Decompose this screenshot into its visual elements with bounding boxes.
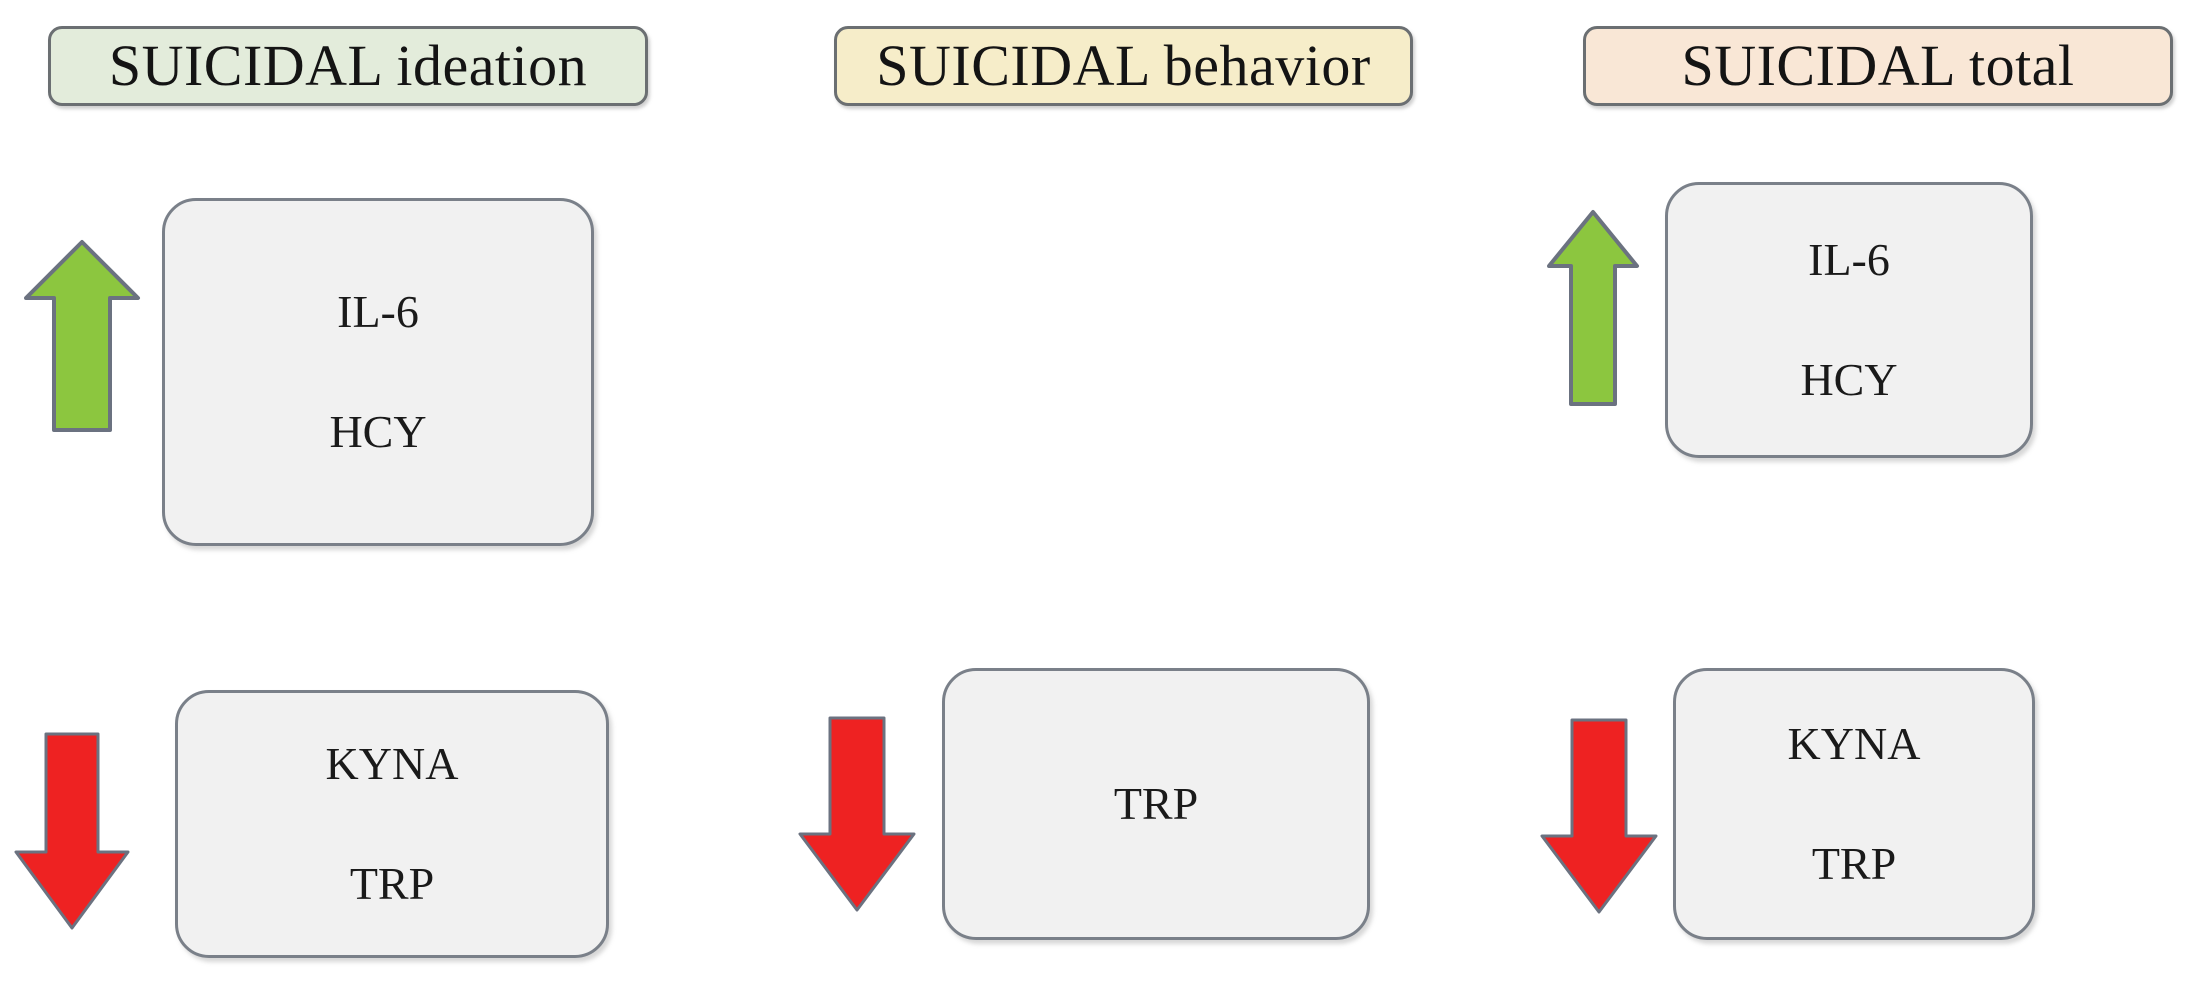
marker-label: KYNA: [1787, 718, 1921, 769]
down-arrow-shape: [1540, 718, 1658, 914]
marker-label: IL-6: [337, 286, 419, 337]
marker-label: HCY: [1800, 354, 1898, 405]
down-arrow-icon: [1538, 716, 1660, 916]
marker-box-total-increased: IL-6 HCY: [1665, 182, 2033, 458]
up-arrow-shape: [1547, 210, 1639, 406]
marker-label: TRP: [1811, 838, 1897, 889]
marker-label: TRP: [1113, 778, 1199, 829]
marker-box-ideation-increased: IL-6 HCY: [162, 198, 594, 546]
header-pill-suicidal-behavior: SUICIDAL behavior: [834, 26, 1413, 106]
up-arrow-icon: [22, 238, 142, 434]
down-arrow-shape: [14, 732, 130, 930]
header-label-suicidal-ideation: SUICIDAL ideation: [108, 33, 588, 98]
marker-box-total-decreased: KYNA TRP: [1673, 668, 2035, 940]
header-label-suicidal-behavior: SUICIDAL behavior: [876, 33, 1371, 98]
marker-label: HCY: [329, 406, 427, 457]
down-arrow-icon: [796, 714, 918, 914]
header-label-suicidal-total: SUICIDAL total: [1681, 33, 2075, 98]
marker-label: KYNA: [325, 738, 459, 789]
down-arrow-icon: [12, 730, 132, 932]
marker-label: TRP: [349, 858, 435, 909]
header-pill-suicidal-total: SUICIDAL total: [1583, 26, 2173, 106]
down-arrow-shape: [798, 716, 916, 912]
up-arrow-icon: [1545, 208, 1641, 408]
up-arrow-shape: [24, 240, 140, 432]
marker-label: IL-6: [1808, 234, 1890, 285]
header-pill-suicidal-ideation: SUICIDAL ideation: [48, 26, 648, 106]
marker-box-behavior-decreased: TRP: [942, 668, 1370, 940]
marker-box-ideation-decreased: KYNA TRP: [175, 690, 609, 958]
